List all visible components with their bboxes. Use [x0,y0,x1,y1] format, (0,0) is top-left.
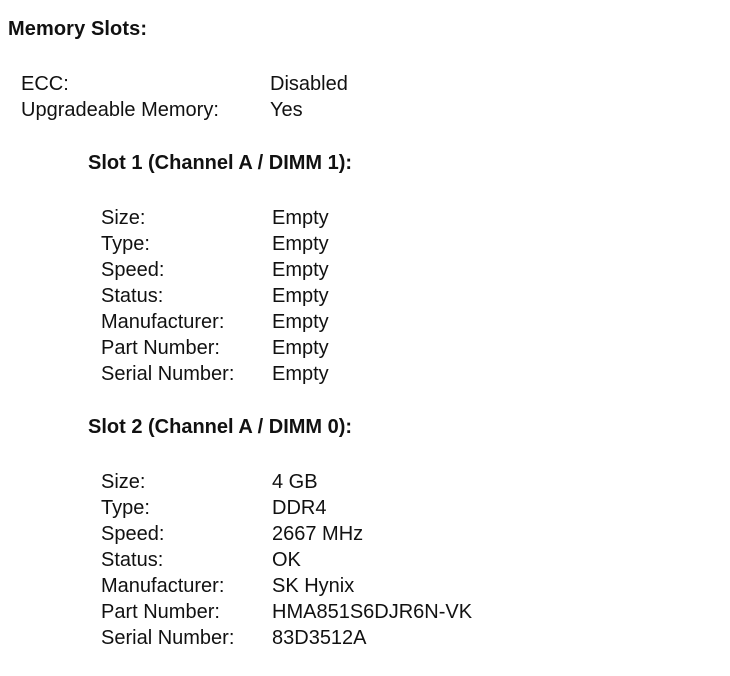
ecc-label: ECC: [21,73,69,95]
type-value: DDR4 [272,497,327,519]
type-value: Empty [272,233,329,255]
slot-1-type-row: Type: Empty [101,231,329,257]
slot-2-part-number-row: Part Number: HMA851S6DJR6N-VK [101,599,472,625]
general-info: ECC: Disabled Upgradeable Memory: Yes [21,71,348,123]
serial-number-label: Serial Number: [101,627,235,649]
type-label: Type: [101,497,150,519]
manufacturer-label: Manufacturer: [101,311,225,333]
slot-1-details: Size: Empty Type: Empty Speed: Empty Sta… [101,205,329,387]
upgradeable-memory-value: Yes [270,99,303,121]
size-value: 4 GB [272,471,318,493]
part-number-value: Empty [272,337,329,359]
slot-2-status-row: Status: OK [101,547,472,573]
slot-2-speed-row: Speed: 2667 MHz [101,521,472,547]
part-number-label: Part Number: [101,601,220,623]
part-number-label: Part Number: [101,337,220,359]
serial-number-value: Empty [272,363,329,385]
slot-2-details: Size: 4 GB Type: DDR4 Speed: 2667 MHz St… [101,469,472,651]
section-title: Memory Slots: [8,18,148,40]
serial-number-value: 83D3512A [272,627,367,649]
slot-1-manufacturer-row: Manufacturer: Empty [101,309,329,335]
speed-value: 2667 MHz [272,523,364,545]
status-value: Empty [272,285,329,307]
manufacturer-label: Manufacturer: [101,575,225,597]
speed-label: Speed: [101,259,165,281]
size-value: Empty [272,207,329,229]
part-number-value: HMA851S6DJR6N-VK [272,601,473,623]
upgradeable-memory-label: Upgradeable Memory: [21,99,219,121]
slot-1-title: Slot 1 (Channel A / DIMM 1): [88,152,353,174]
ecc-value: Disabled [270,73,348,95]
slot-1-serial-number-row: Serial Number: Empty [101,361,329,387]
slot-2-manufacturer-row: Manufacturer: SK Hynix [101,573,472,599]
upgradeable-memory-row: Upgradeable Memory: Yes [21,97,348,123]
slot-1-status-row: Status: Empty [101,283,329,309]
slot-2-type-row: Type: DDR4 [101,495,472,521]
speed-value: Empty [272,259,329,281]
slot-1-size-row: Size: Empty [101,205,329,231]
speed-label: Speed: [101,523,165,545]
slot-1-part-number-row: Part Number: Empty [101,335,329,361]
size-label: Size: [101,207,146,229]
slot-1-speed-row: Speed: Empty [101,257,329,283]
manufacturer-value: Empty [272,311,329,333]
size-label: Size: [101,471,146,493]
status-label: Status: [101,549,164,571]
slot-2-size-row: Size: 4 GB [101,469,472,495]
slot-2-serial-number-row: Serial Number: 83D3512A [101,625,472,651]
slot-2-title: Slot 2 (Channel A / DIMM 0): [88,416,353,438]
type-label: Type: [101,233,150,255]
ecc-row: ECC: Disabled [21,71,348,97]
manufacturer-value: SK Hynix [272,575,355,597]
status-value: OK [272,549,301,571]
status-label: Status: [101,285,164,307]
serial-number-label: Serial Number: [101,363,235,385]
